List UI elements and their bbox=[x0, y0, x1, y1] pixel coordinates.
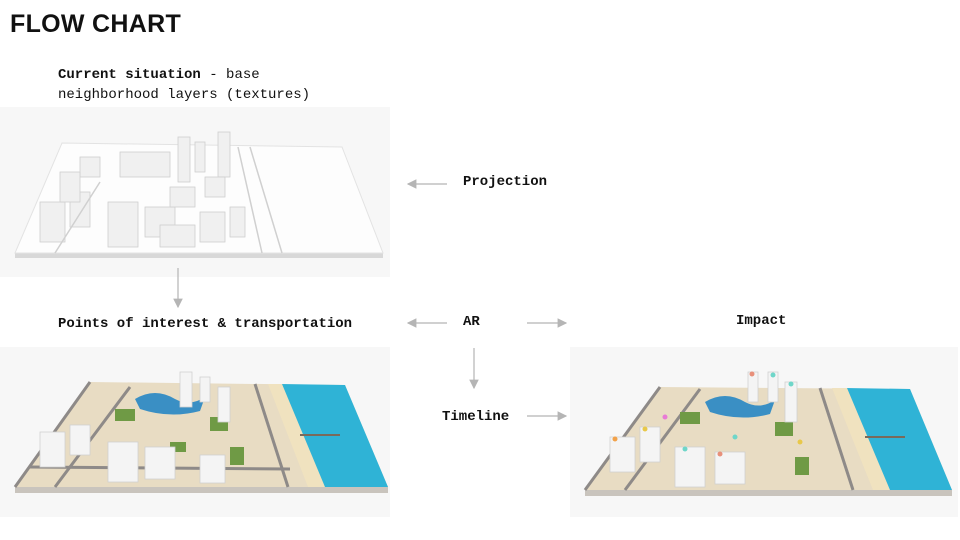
current-situation-bold: Current situation bbox=[58, 67, 201, 83]
poi-model-image bbox=[0, 347, 390, 517]
ar-label: AR bbox=[463, 314, 480, 330]
current-situation-sep: - bbox=[200, 67, 227, 83]
current-situation-rest: base bbox=[226, 67, 260, 83]
poi-transportation-label: Points of interest & transportation bbox=[58, 316, 353, 332]
page-title: FLOW CHART bbox=[10, 10, 182, 38]
current-situation-label: Current situation - base neighborhood la… bbox=[58, 65, 310, 105]
projection-label: Projection bbox=[463, 174, 548, 190]
base-model-image bbox=[0, 107, 390, 277]
impact-label: Impact bbox=[736, 313, 787, 329]
timeline-label: Timeline bbox=[442, 409, 510, 425]
current-situation-line2: neighborhood layers (textures) bbox=[58, 87, 311, 103]
impact-model-image bbox=[570, 347, 958, 517]
